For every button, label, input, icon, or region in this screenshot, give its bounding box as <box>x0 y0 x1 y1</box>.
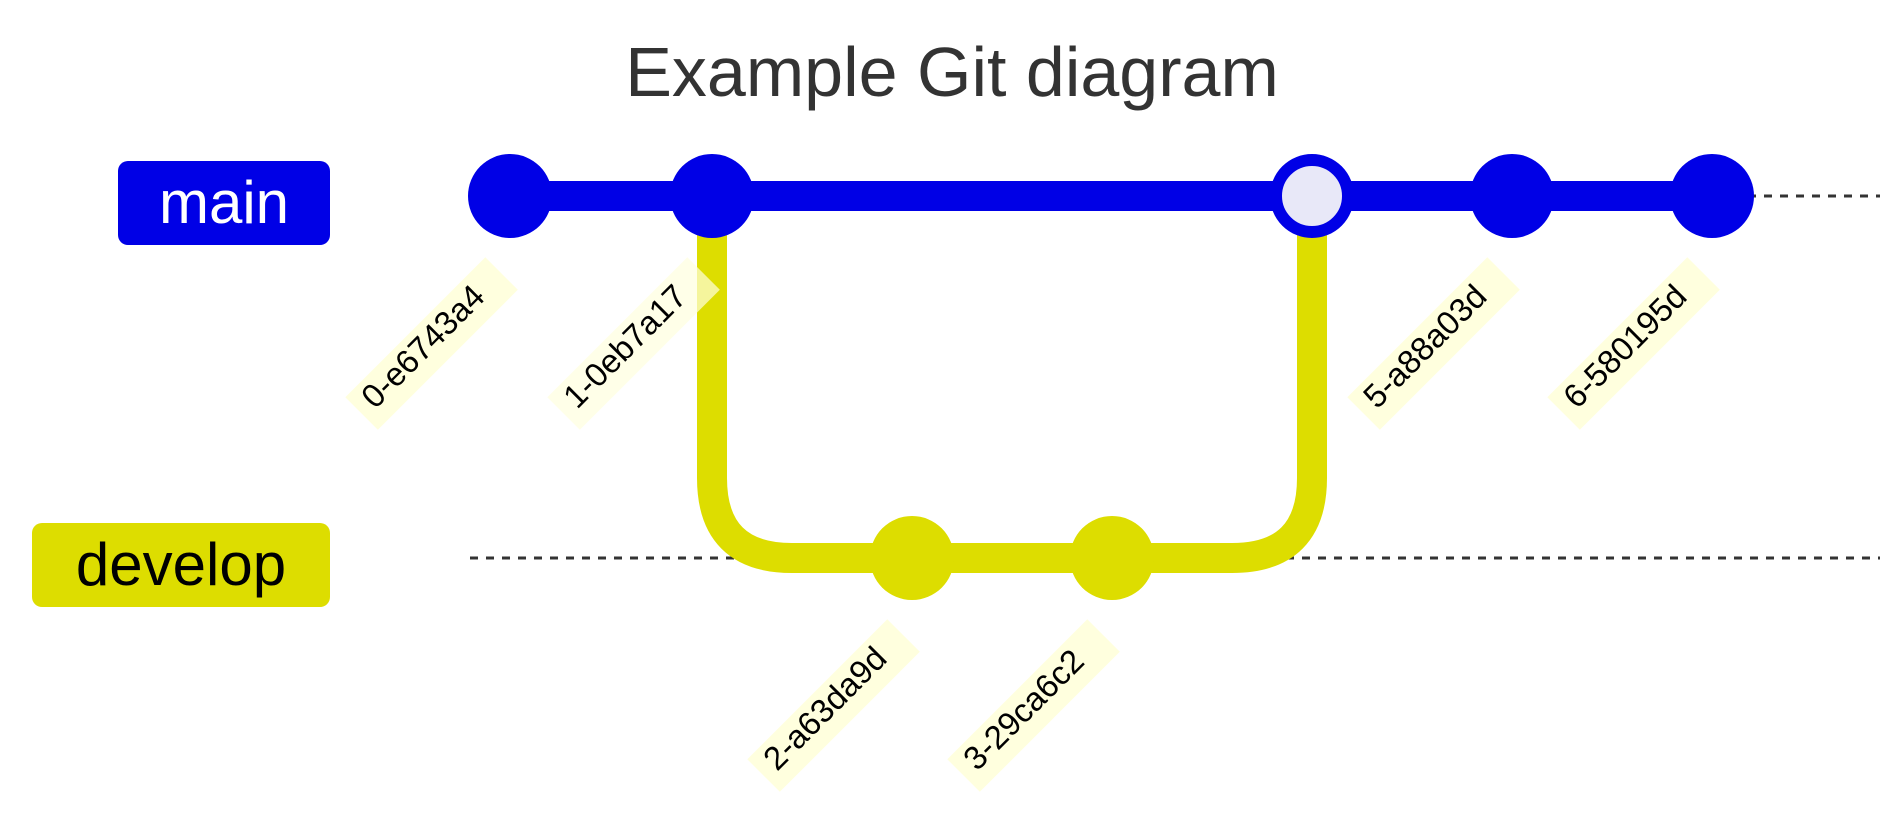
commit-label-text: 2-a63da9d <box>756 639 894 777</box>
commit-node <box>1470 154 1554 238</box>
commit-node <box>870 516 954 600</box>
commit-label-text: 6-580195d <box>1556 277 1694 415</box>
commit-node <box>1670 154 1754 238</box>
branch-label-develop-bg <box>32 523 330 607</box>
commit-label-bg <box>747 619 920 792</box>
branch-label-main: main <box>118 161 330 245</box>
commit-node <box>468 154 552 238</box>
commit-label-text: 1-0eb7a17 <box>556 277 694 415</box>
commit-label-bg <box>1347 257 1520 430</box>
branch-label-develop-text: develop <box>76 531 286 598</box>
branch-label-develop: develop <box>32 523 330 607</box>
commit-node <box>1070 516 1154 600</box>
commit-label: 6-580195d <box>1547 257 1720 430</box>
commit-label-bg <box>345 257 518 430</box>
commit-label-text: 5-a88a03d <box>1356 277 1494 415</box>
commit-label-text: 0-e6743a4 <box>354 277 492 415</box>
commit-label-bg <box>547 257 720 430</box>
commit-label: 0-e6743a4 <box>345 257 518 430</box>
commit-label-bg <box>947 619 1120 792</box>
commit-label: 3-29ca6c2 <box>947 619 1120 792</box>
diagram-title: Example Git diagram <box>625 33 1279 111</box>
commit-node <box>670 154 754 238</box>
commit-label-text: 3-29ca6c2 <box>956 642 1091 777</box>
develop-branch-line <box>697 196 1327 573</box>
commit-label-bg <box>1547 257 1720 430</box>
branch-label-main-text: main <box>159 169 289 236</box>
merge-commit-node <box>1270 154 1354 238</box>
commit-label: 2-a63da9d <box>747 619 920 792</box>
branch-label-main-bg <box>118 161 330 245</box>
commit-label: 5-a88a03d <box>1347 257 1520 430</box>
commit-label: 1-0eb7a17 <box>547 257 720 430</box>
